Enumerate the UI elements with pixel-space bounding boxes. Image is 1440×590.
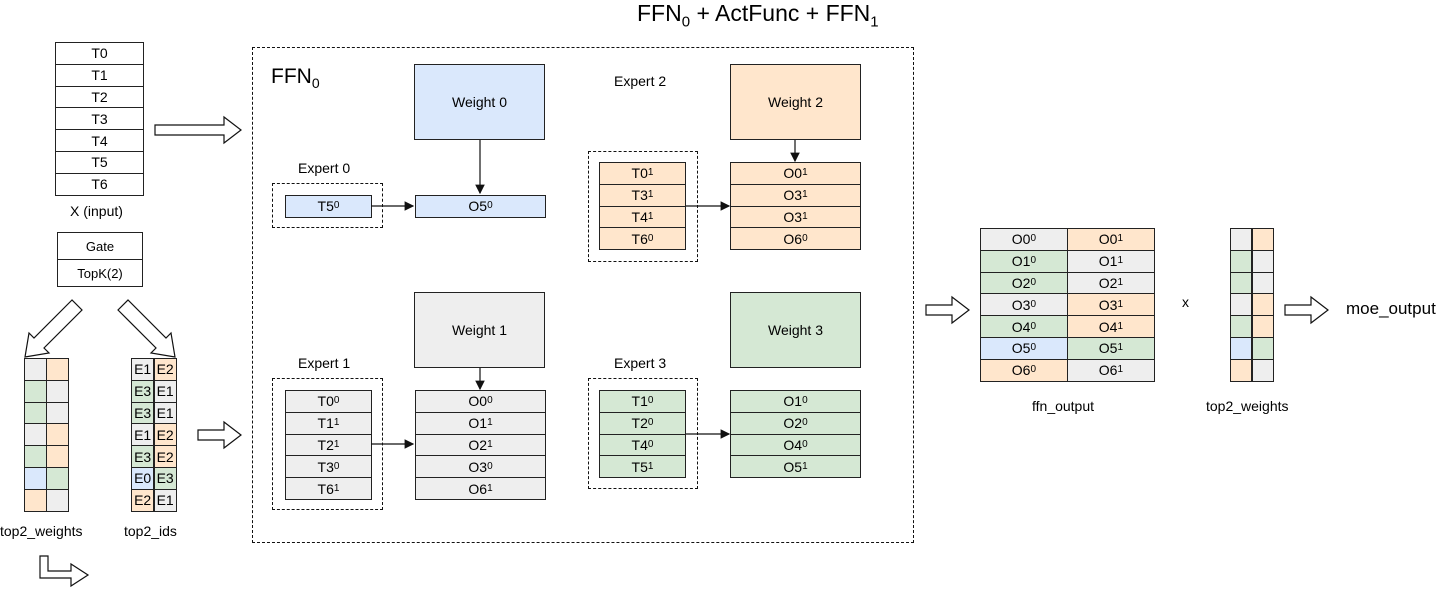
input-token-cell: T0 (55, 42, 144, 65)
block-arrow-to-moe-output (1284, 295, 1329, 325)
ffn-output-label: ffn_output (1032, 398, 1095, 414)
left-top2-weights-label: top2_weights (0, 523, 83, 539)
expert-id-cell: E3 (131, 445, 155, 468)
expert-id-cell: E1 (153, 488, 177, 512)
moe-output-label: moe_output (1346, 299, 1436, 318)
weight-cell (1251, 358, 1274, 382)
expert1-label: Expert 1 (298, 355, 351, 371)
weight0-block: Weight 0 (414, 64, 545, 140)
input-token-cell: T4 (55, 129, 144, 152)
ffn0-label: FFN0 (271, 65, 320, 92)
expert-id-cell: E2 (153, 445, 177, 468)
expert-id-cell: E2 (153, 358, 177, 381)
multiply-sign: x (1182, 294, 1189, 310)
input-token-cell: T6 (55, 172, 144, 196)
weight-cell (46, 488, 69, 512)
input-label: X (input) (70, 203, 123, 219)
weight1-block: Weight 1 (414, 292, 545, 368)
top2-ids-label: top2_ids (124, 523, 177, 539)
expert-id-cell: E3 (153, 467, 177, 490)
block-arrow-topk-to-weights (24, 299, 83, 358)
weight3-block: Weight 3 (730, 292, 861, 368)
diagram-title: FFN0 + ActFunc + FFN1 (637, 0, 879, 31)
expert3-label: Expert 3 (614, 355, 667, 371)
input-token-cell: T2 (55, 85, 144, 109)
block-arrow-topk-to-ids (117, 299, 176, 358)
block-arrow-bottom-left (39, 555, 90, 588)
right-top2-weights-label: top2_weights (1206, 398, 1289, 414)
expert-id-cell: E3 (131, 401, 155, 425)
expert0-label: Expert 0 (298, 160, 351, 176)
ffn0-container (252, 47, 914, 543)
expert-id-cell: E2 (153, 423, 177, 447)
topk-block: TopK(2) (57, 259, 143, 287)
expert-id-cell: E2 (131, 488, 155, 512)
weight2-block: Weight 2 (730, 64, 861, 140)
expert-id-cell: E1 (153, 379, 177, 403)
expert2-label: Expert 2 (614, 73, 667, 89)
block-arrow-input-to-ffn (154, 115, 242, 145)
block-arrow-ids-to-ffn (197, 420, 242, 450)
block-arrow-ffn-to-output (925, 295, 970, 325)
